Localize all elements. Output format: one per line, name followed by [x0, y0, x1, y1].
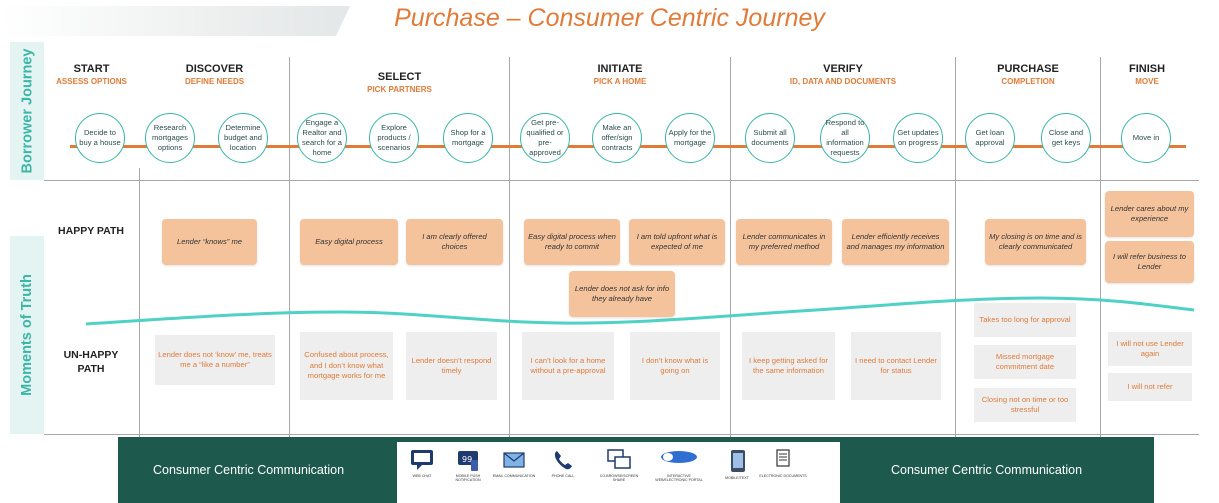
step-circle: Decide to buy a house — [75, 113, 125, 163]
step-circle: Shop for a mortgage — [443, 113, 493, 163]
phone-call-icon — [554, 451, 572, 470]
banner-label-right: Consumer Centric Communication — [891, 463, 1083, 477]
mobile-text-icon — [731, 450, 745, 472]
channel-web-chat: WEB CHAT — [397, 448, 447, 478]
happy-box: Lender communicates in my preferred meth… — [736, 219, 832, 265]
channel-web-portal: INTERACTIVE WEB/ELECTRONIC PORTAL — [654, 448, 704, 483]
happy-box: I am clearly offered choices — [406, 219, 503, 265]
banner-label-left: Consumer Centric Communication — [153, 463, 345, 477]
step-circle: Determine budget and location — [218, 113, 268, 163]
happy-box: Lender cares about my experience — [1105, 191, 1194, 237]
step-circle: Make an offer/sign contracts — [592, 113, 642, 163]
step-circle: Explore products / scenarios — [369, 113, 419, 163]
borrower-journey-label: Borrower Journey — [10, 42, 44, 180]
electronic-docs-icon — [776, 449, 790, 467]
happy-box: My closing is on time and is clearly com… — [985, 219, 1086, 265]
unhappy-box: Missed mortgage commitment date — [974, 345, 1076, 379]
happy-box: Lender “knows” me — [162, 219, 257, 265]
column-divider — [139, 168, 140, 438]
channel-email: EMAIL COMMUNICATION — [489, 448, 539, 478]
web-chat-icon — [411, 450, 433, 470]
happy-box: Lender does not ask for info they alread… — [569, 271, 675, 317]
unhappy-box: Lender does not ‘know’ me, treats me a “… — [155, 335, 275, 385]
step-circle: Engage a Realtor and search for a home — [297, 113, 347, 163]
channel-phone: PHONE CALL — [538, 448, 588, 478]
happy-box: Lender efficiently receives and manages … — [842, 219, 949, 265]
email-communication-icon — [503, 452, 525, 468]
unhappy-box: I will not use Lender again — [1108, 332, 1192, 366]
happy-box: Easy digital process — [300, 219, 398, 265]
unhappy-box: Lender doesn’t respond timely — [406, 332, 497, 400]
co-browsing-icon — [607, 449, 631, 469]
step-circle: Submit all documents — [745, 113, 795, 163]
channel-mobile-text: MOBILE/TEXT — [712, 448, 762, 480]
page-title: Purchase – Consumer Centric Journey — [394, 4, 825, 32]
mobile-push-notification-icon: 99 — [458, 451, 478, 471]
unhappy-path-label: UN-HAPPY PATH — [63, 349, 119, 375]
step-circle: Apply for the mortgage — [665, 113, 715, 163]
happy-box: I am told upfront what is expected of me — [629, 219, 725, 265]
column-divider — [955, 57, 956, 437]
step-circle: Respond to all information requests — [820, 113, 870, 163]
happy-box: Easy digital process when ready to commi… — [524, 219, 620, 265]
unhappy-box: Takes too long for approval — [974, 303, 1076, 337]
bottom-divider — [44, 434, 1199, 435]
unhappy-box: Closing not on time or too stressful — [974, 388, 1076, 422]
unhappy-box: I don’t know what is going on — [630, 332, 720, 400]
svg-text:99: 99 — [462, 455, 472, 464]
channel-co-browse: CO-BROWSE/SCREEN SHARE — [594, 448, 644, 483]
unhappy-box: I can’t look for a home without a pre-ap… — [522, 332, 614, 400]
step-circle: Close and get keys — [1041, 113, 1091, 163]
column-divider — [1100, 57, 1101, 437]
step-circle: Get loan approval — [965, 113, 1015, 163]
unhappy-box: I keep getting asked for the same inform… — [742, 332, 835, 400]
unhappy-box: Confused about process, and I don’t know… — [300, 332, 393, 400]
channel-mobile-push: 99 MOBILE PUSH NOTIFICATION — [443, 448, 493, 483]
column-divider — [289, 57, 290, 437]
happy-path-label: HAPPY PATH — [58, 225, 124, 237]
step-circle: Get pre-qualified or pre-approved — [520, 113, 570, 163]
unhappy-box: I will not refer — [1108, 373, 1192, 401]
title-band — [0, 6, 350, 36]
column-divider — [730, 57, 731, 437]
channel-electronic-docs: ELECTRONIC DOCUMENTS — [758, 448, 808, 478]
column-divider — [509, 57, 510, 437]
happy-box: I will refer business to Lender — [1105, 241, 1194, 283]
web-portal-icon — [661, 451, 697, 463]
moments-of-truth-label: Moments of Truth — [10, 236, 44, 434]
step-circle: Move in — [1121, 113, 1171, 163]
unhappy-box: I need to contact Lender for status — [851, 332, 941, 400]
journey-divider — [44, 180, 1199, 181]
step-circle: Get updates on progress — [893, 113, 943, 163]
step-circle: Research mortgages options — [145, 113, 195, 163]
